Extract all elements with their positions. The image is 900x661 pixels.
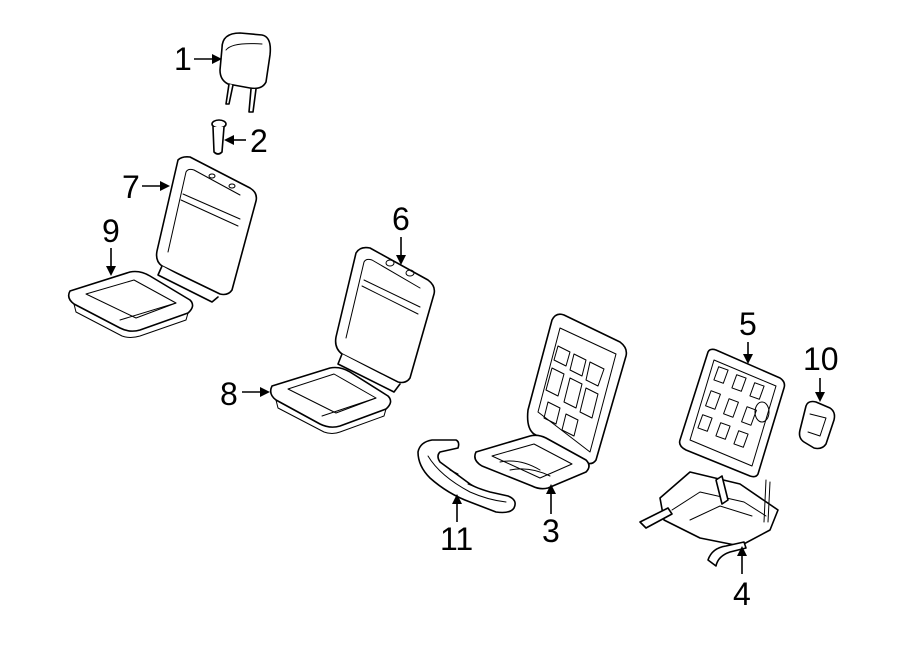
part-1-headrest[interactable] [219,32,272,113]
callout-2: 2 [224,123,268,159]
part-7-seat-back[interactable] [155,156,258,303]
callout-11-label: 11 [440,521,473,557]
callout-4: 4 [733,546,751,612]
part-9-seat-cushion[interactable] [67,270,194,338]
callout-6: 6 [392,201,410,265]
part-11-side-trim[interactable] [417,439,516,514]
callout-9: 9 [102,213,120,276]
callout-3-label: 3 [542,513,560,549]
part-4-seat-track[interactable] [639,471,779,567]
callout-5: 5 [739,306,757,364]
callout-6-label: 6 [392,201,410,237]
callout-10: 10 [803,341,839,402]
callout-11: 11 [440,494,473,557]
callout-2-label: 2 [250,123,268,159]
part-2-headrest-guide[interactable] [211,119,227,155]
callout-7-label: 7 [122,169,140,205]
callout-10-label: 10 [803,341,839,377]
callout-1: 1 [174,41,222,77]
callout-8: 8 [220,376,270,412]
callout-1-label: 1 [174,41,192,77]
callout-3: 3 [542,484,560,549]
part-5-back-panel[interactable] [678,348,786,478]
callout-9-label: 9 [102,213,120,249]
part-8-seat-cushion[interactable] [269,366,392,434]
callout-7: 7 [122,169,170,205]
part-3-seat-frame[interactable] [474,313,628,490]
callout-4-label: 4 [733,576,751,612]
callout-5-label: 5 [739,306,757,342]
part-6-seat-back[interactable] [334,246,436,393]
part-10-latch-cover[interactable] [798,400,836,450]
callout-8-label: 8 [220,376,238,412]
